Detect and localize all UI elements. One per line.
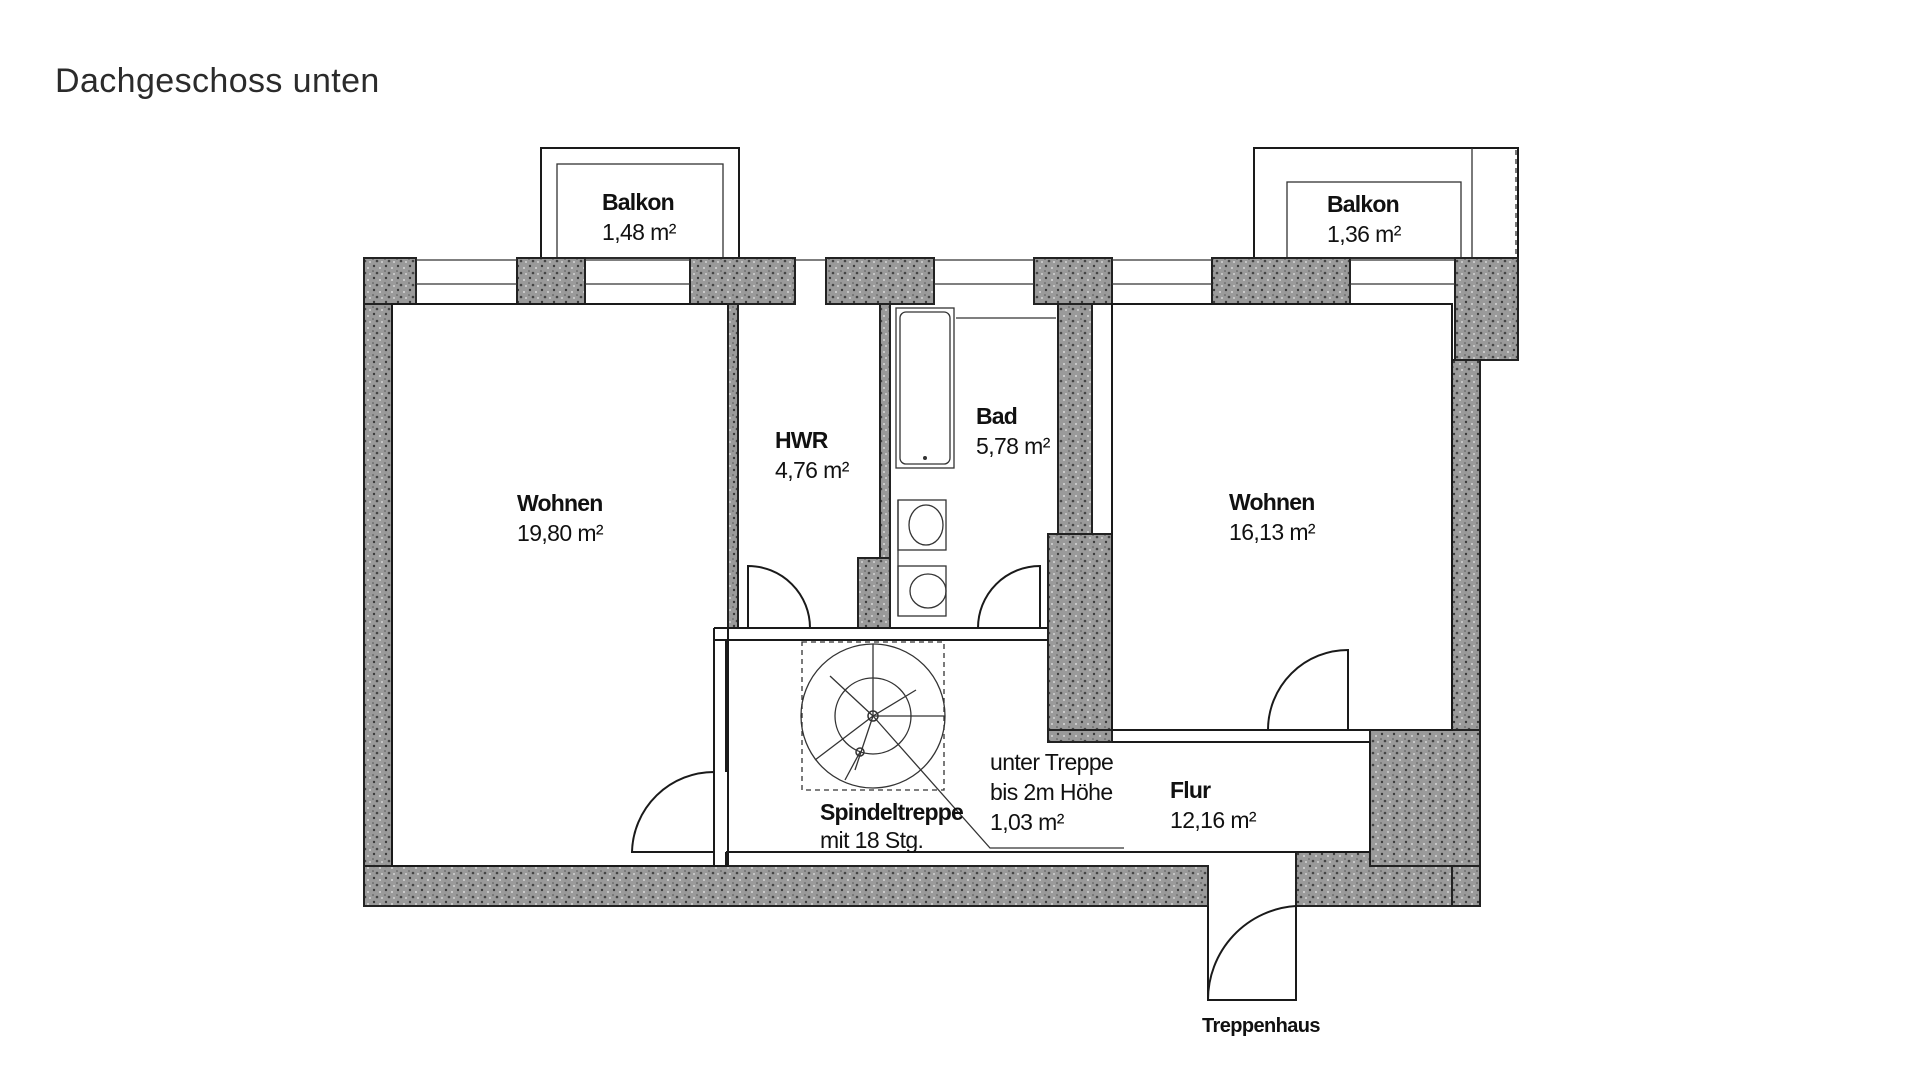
- room-name: Balkon: [602, 189, 674, 215]
- windows: [416, 259, 1455, 304]
- room-name: Flur: [1170, 777, 1211, 803]
- under-stair-label: unter Treppe bis 2m Höhe 1,03 m²: [990, 749, 1114, 835]
- outer-walls: [363, 257, 1519, 907]
- room-area: 12,16 m²: [1170, 807, 1257, 833]
- page-title: Dachgeschoss unten: [55, 62, 380, 100]
- balcony-left: [540, 147, 740, 259]
- room-hwr: HWR 4,76 m²: [775, 427, 850, 483]
- room-area: 19,80 m²: [517, 520, 604, 546]
- inner-walls: [391, 303, 1453, 867]
- room-name: HWR: [775, 427, 829, 453]
- room-name: Wohnen: [517, 490, 602, 516]
- under-stair-line1: unter Treppe: [990, 749, 1113, 775]
- room-name: Bad: [976, 403, 1017, 429]
- bath-fixtures: [895, 307, 1056, 617]
- room-wohnen-right: Wohnen 16,13 m²: [1229, 489, 1317, 545]
- doors: [630, 564, 1349, 1001]
- room-name: Balkon: [1327, 191, 1399, 217]
- room-balkon-left: Balkon 1,48 m²: [602, 189, 677, 245]
- under-stair-line3: 1,03 m²: [990, 809, 1065, 835]
- room-wohnen-left: Wohnen 19,80 m²: [517, 490, 605, 546]
- exit-label: Treppenhaus: [1202, 1015, 1321, 1037]
- room-name: Wohnen: [1229, 489, 1314, 515]
- room-bad: Bad 5,78 m²: [976, 403, 1051, 459]
- stair-label: Spindeltreppe mit 18 Stg.: [820, 799, 964, 853]
- room-area: 5,78 m²: [976, 433, 1051, 459]
- treppenhaus-label: Treppenhaus: [1202, 1015, 1320, 1037]
- balcony-right: [1253, 147, 1519, 259]
- stair-label-line1: Spindeltreppe: [820, 799, 963, 825]
- room-flur: Flur 12,16 m²: [1170, 777, 1258, 833]
- under-stair-line2: bis 2m Höhe: [990, 779, 1113, 805]
- room-area: 1,36 m²: [1327, 221, 1402, 247]
- stair-label-line2: mit 18 Stg.: [820, 827, 923, 853]
- room-area: 1,48 m²: [602, 219, 677, 245]
- room-balkon-right: Balkon 1,36 m²: [1327, 191, 1402, 247]
- spiral-stair: [800, 641, 1124, 849]
- room-area: 16,13 m²: [1229, 519, 1316, 545]
- room-area: 4,76 m²: [775, 457, 850, 483]
